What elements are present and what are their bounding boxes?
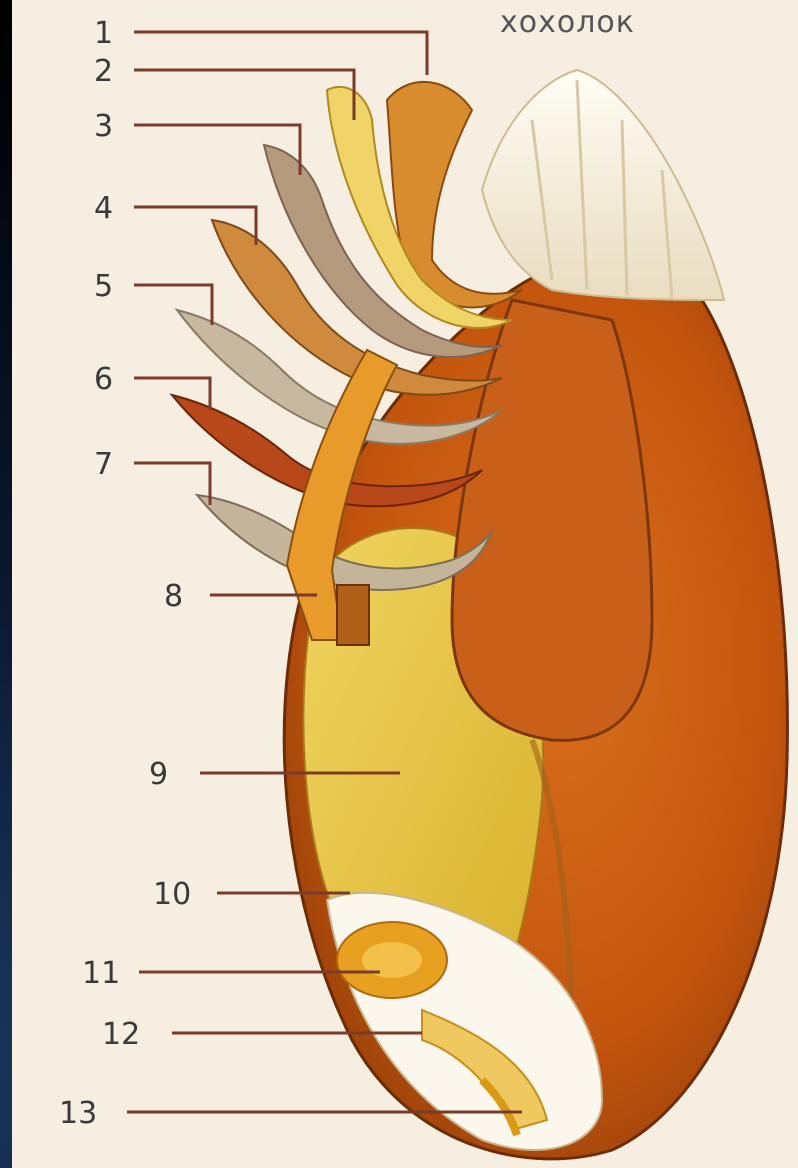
label-10: 10 <box>153 877 191 912</box>
label-1: 1 <box>94 16 113 51</box>
diagram-panel: хохолок 1 2 3 <box>12 0 798 1168</box>
label-2: 2 <box>94 54 113 89</box>
label-6: 6 <box>94 362 113 397</box>
label-12: 12 <box>102 1017 140 1052</box>
label-numbers: 1 2 3 4 5 6 7 8 9 10 11 12 13 <box>59 16 191 1131</box>
label-7: 7 <box>94 447 113 482</box>
label-9: 9 <box>149 757 168 792</box>
label-8: 8 <box>164 579 183 614</box>
diagram-title: хохолок <box>500 5 635 40</box>
grain-brush <box>482 70 724 300</box>
grain-diagram: хохолок 1 2 3 <box>12 0 798 1168</box>
label-5: 5 <box>94 269 113 304</box>
label-3: 3 <box>94 109 113 144</box>
label-11: 11 <box>82 956 120 991</box>
label-13: 13 <box>59 1096 97 1131</box>
label-4: 4 <box>94 191 113 226</box>
